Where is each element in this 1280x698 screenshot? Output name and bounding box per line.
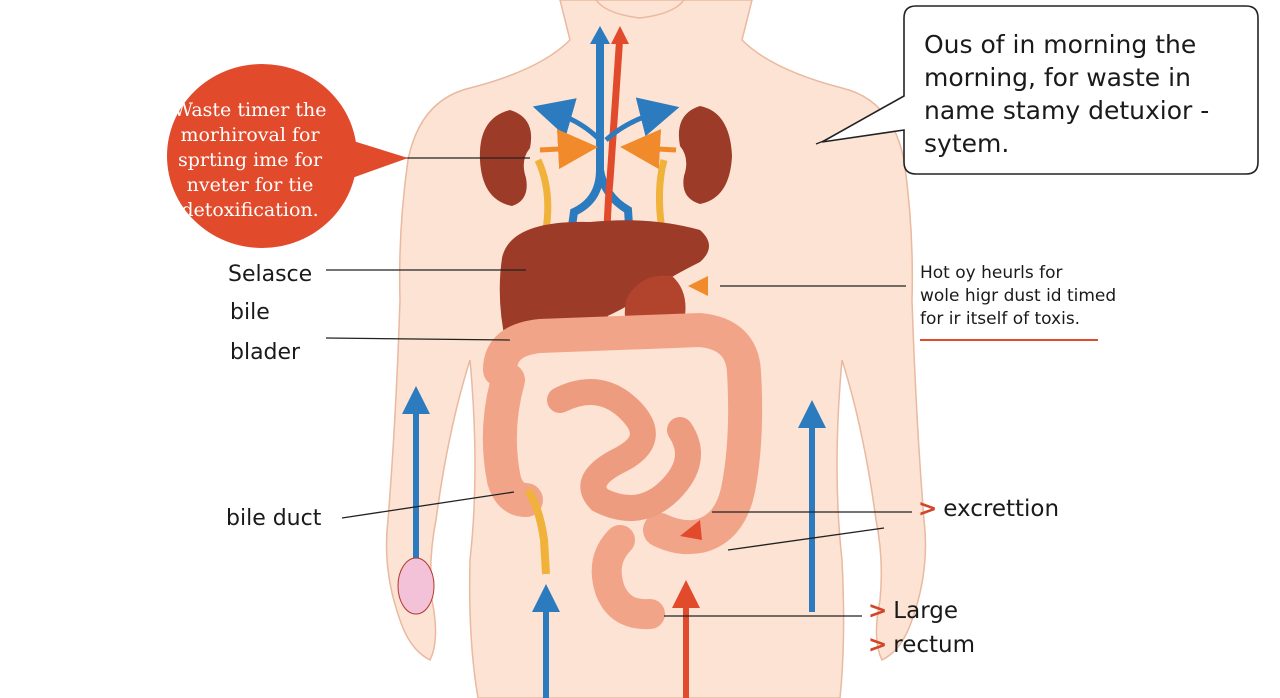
callout-right-text: Ous of in morning the morning, for waste… bbox=[924, 28, 1244, 160]
liver bbox=[499, 220, 709, 346]
label-excretion-text: excrettion bbox=[943, 496, 1060, 522]
note-line: for ir itself of toxis. bbox=[920, 309, 1081, 329]
arrow-up-blue-top bbox=[590, 26, 610, 44]
callout-right-shape bbox=[821, 5, 1259, 175]
label-large-text: Large bbox=[893, 598, 958, 624]
callout-right-line: name stamy detuxior - bbox=[924, 96, 1210, 125]
note-right: Hot oy heurls for wole higr dust id time… bbox=[920, 262, 1116, 331]
arrow-up-red-top bbox=[611, 26, 629, 44]
arrow-left-arm-blue-head bbox=[402, 386, 430, 414]
label-large: >Large bbox=[868, 598, 958, 624]
left-hand-detail bbox=[397, 557, 435, 615]
callout-left-text: Waste timer the morhiroval for sprting i… bbox=[150, 98, 350, 223]
label-selasce: Selasce bbox=[228, 262, 313, 287]
callout-left-line: detoxification. bbox=[181, 199, 319, 221]
label-bile: bile bbox=[230, 300, 270, 325]
label-excretion: >excrettion bbox=[918, 496, 1059, 522]
bile-duct-tube bbox=[524, 487, 550, 575]
callout-left-line: sprting ime for bbox=[177, 149, 323, 171]
right-kidney bbox=[678, 106, 732, 204]
label-rectum: >rectum bbox=[868, 632, 975, 658]
arrow-orange-stomach bbox=[688, 276, 708, 296]
callout-left-shape bbox=[167, 64, 408, 248]
arrow-bottom-blue-head bbox=[532, 584, 560, 612]
chevron-icon: > bbox=[868, 632, 888, 658]
note-line: Hot oy heurls for bbox=[920, 263, 1063, 283]
arrow-right-arm-blue-head bbox=[798, 400, 826, 428]
label-bile-duct: bile duct bbox=[226, 506, 322, 531]
callout-right-line: morning, for waste in bbox=[924, 63, 1191, 92]
branch-blue-right bbox=[604, 97, 680, 142]
callout-left-line: morhiroval for bbox=[180, 124, 320, 146]
callout-right-line: sytem. bbox=[924, 129, 1010, 158]
arrow-red-intestine-head bbox=[680, 520, 702, 540]
arrow-bottom-red-head bbox=[672, 580, 700, 608]
chevron-icon: > bbox=[918, 496, 938, 522]
note-line: wole higr dust id timed bbox=[920, 286, 1117, 306]
callout-left-line: Waste timer the bbox=[173, 99, 327, 121]
arrow-orange-right bbox=[620, 129, 677, 170]
callout-left-line: nveter for tie bbox=[186, 174, 314, 196]
callout-right-line: Ous of in morning the bbox=[924, 30, 1197, 59]
body-silhouette bbox=[385, 0, 927, 698]
arrow-orange-left bbox=[539, 129, 598, 170]
chevron-icon: > bbox=[868, 598, 888, 624]
label-rectum-text: rectum bbox=[893, 632, 976, 658]
label-blader: blader bbox=[230, 340, 301, 365]
